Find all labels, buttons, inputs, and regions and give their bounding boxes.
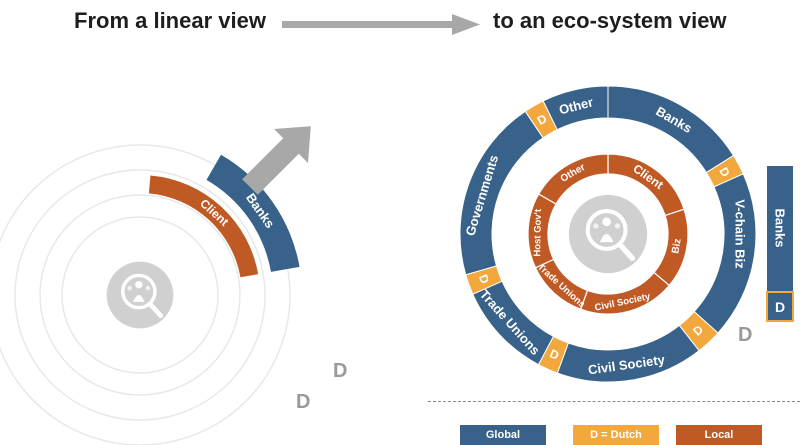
- outer-segment-2: [556, 324, 700, 383]
- inner-label-1: Biz: [670, 238, 683, 255]
- dutch-segment-0: [705, 154, 744, 188]
- dutch-segment-2: [537, 335, 569, 374]
- legend-local: Local: [676, 425, 762, 445]
- banks-side-bar-dutch-marker: D: [766, 291, 794, 322]
- ring-spacer: [493, 119, 723, 349]
- dutch-segment-4: [524, 100, 558, 139]
- inner-label-3: Trade Unions: [535, 262, 587, 310]
- inner-segment-5: [537, 153, 609, 205]
- linear-ring-3: [61, 216, 219, 374]
- legend-divider: [428, 401, 800, 402]
- linear-client-person-icon: [106, 261, 174, 329]
- banks-side-bar-label: Banks: [772, 208, 788, 248]
- outer-segment-5: [542, 85, 609, 131]
- linear-banks-segment: [206, 154, 300, 272]
- linear-ring-2: [39, 194, 241, 396]
- left-title: From a linear view: [74, 8, 266, 33]
- legend-dutch: D = Dutch: [573, 425, 659, 445]
- linear-dutch-marker-2: D: [296, 391, 311, 413]
- ecosystem-client-person-icon: [568, 194, 648, 274]
- dutch-segment-3: [465, 265, 503, 295]
- ecosystem-floating-dutch-marker: D: [738, 324, 753, 346]
- legend-global: Global: [460, 425, 546, 445]
- dutch-segment-1: [678, 310, 719, 352]
- transition-arrow-icon: [282, 14, 480, 35]
- banks-side-bar: [767, 166, 793, 291]
- linear-client-segment: [148, 175, 259, 278]
- inner-label-4: Host Gov't: [532, 208, 544, 257]
- linear-ring-1: [14, 169, 266, 421]
- linear-dutch-marker-1: D: [333, 360, 348, 382]
- right-title: to an eco-system view: [493, 8, 727, 33]
- inward-arrow-icon: [242, 126, 311, 195]
- linear-ring-0: [0, 144, 291, 445]
- outer-label-1: V-chain Biz: [733, 199, 748, 269]
